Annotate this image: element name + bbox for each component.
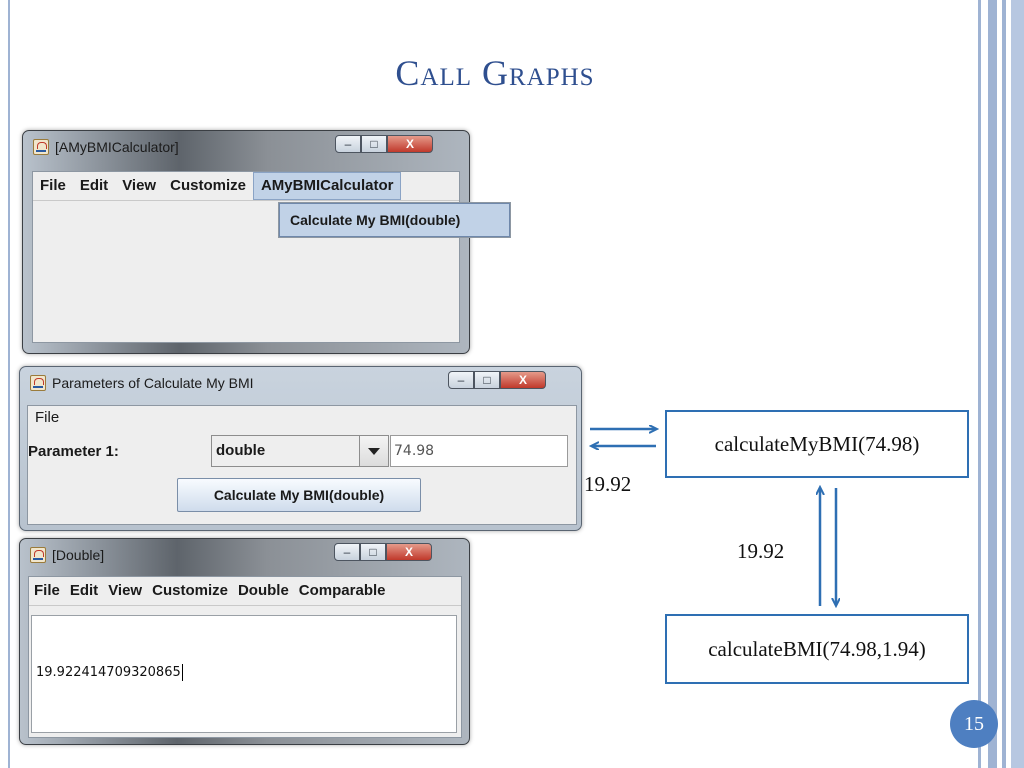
- java-app-icon: [30, 375, 46, 391]
- calculator-window: [AMyBMICalculator] – □ X File Edit View …: [22, 130, 470, 354]
- double-window-title: [Double]: [52, 547, 105, 563]
- close-button[interactable]: X: [500, 371, 546, 389]
- slide-title: Call Graphs: [395, 53, 595, 93]
- parameters-window: Parameters of Calculate My BMI – □ X Fil…: [19, 366, 582, 531]
- calculator-titlebar[interactable]: [AMyBMICalculator] – □ X: [23, 131, 469, 161]
- parameters-menubar: File: [28, 406, 576, 430]
- parameter-type-value: double: [216, 442, 266, 459]
- menu-edit[interactable]: Edit: [69, 582, 99, 599]
- calculator-window-title: [AMyBMICalculator]: [55, 139, 179, 155]
- menu-file[interactable]: File: [34, 582, 60, 599]
- output-value: 19.922414709320865: [36, 664, 183, 681]
- calculator-client-area: File Edit View Customize AMyBMICalculato…: [32, 171, 460, 343]
- slide-left-border: [8, 0, 10, 768]
- menu-file[interactable]: File: [40, 177, 66, 194]
- calculate-my-bmi-button[interactable]: Calculate My BMI(double): [177, 478, 421, 512]
- output-text-area[interactable]: 19.922414709320865: [31, 615, 457, 733]
- calculator-dropdown-menu: Calculate My BMI(double): [278, 202, 511, 238]
- page-number-badge: 15: [950, 700, 998, 748]
- return-value-between: 19.92: [737, 539, 785, 563]
- minimize-button[interactable]: –: [335, 135, 361, 153]
- text-caret: [181, 664, 183, 681]
- parameters-client-area: File Parameter 1: double 74.98 Calculate…: [27, 405, 577, 525]
- chevron-down-icon[interactable]: [359, 436, 388, 466]
- minimize-button[interactable]: –: [448, 371, 474, 389]
- parameters-window-title: Parameters of Calculate My BMI: [52, 375, 254, 391]
- double-window: [Double] – □ X File Edit View Customize …: [19, 538, 470, 745]
- menu-item-calculate-my-bmi[interactable]: Calculate My BMI(double): [279, 203, 510, 237]
- menu-view[interactable]: View: [122, 177, 157, 194]
- maximize-button[interactable]: □: [361, 135, 387, 153]
- minimize-button[interactable]: –: [334, 543, 360, 561]
- parameter-1-input[interactable]: 74.98: [390, 435, 568, 467]
- menu-customize[interactable]: Customize: [152, 582, 228, 599]
- parameter-type-select[interactable]: double: [211, 435, 389, 467]
- menu-edit[interactable]: Edit: [79, 177, 109, 194]
- close-button[interactable]: X: [387, 135, 433, 153]
- close-button[interactable]: X: [386, 543, 432, 561]
- menu-customize[interactable]: Customize: [170, 177, 246, 194]
- node-calculate-bmi: calculateBMI(74.98,1.94): [665, 614, 969, 684]
- node-calculate-my-bmi: calculateMyBMI(74.98): [665, 410, 969, 478]
- java-app-icon: [30, 547, 46, 563]
- double-titlebar[interactable]: [Double] – □ X: [20, 539, 469, 569]
- menu-double[interactable]: Double: [237, 582, 289, 599]
- double-menubar: File Edit View Customize Double Comparab…: [29, 577, 461, 606]
- menu-file[interactable]: File: [35, 409, 60, 426]
- maximize-button[interactable]: □: [360, 543, 386, 561]
- menu-view[interactable]: View: [108, 582, 143, 599]
- menu-comparable[interactable]: Comparable: [298, 582, 386, 599]
- parameter-1-label: Parameter 1:: [28, 443, 119, 460]
- menu-amybmicalculator[interactable]: AMyBMICalculator: [252, 172, 402, 200]
- maximize-button[interactable]: □: [474, 371, 500, 389]
- calculator-menubar: File Edit View Customize AMyBMICalculato…: [33, 172, 459, 201]
- return-value-ui: 19.92: [584, 472, 632, 496]
- double-client-area: File Edit View Customize Double Comparab…: [28, 576, 462, 738]
- java-app-icon: [33, 139, 49, 155]
- slide-right-stripes: [978, 0, 1024, 768]
- parameters-titlebar[interactable]: Parameters of Calculate My BMI – □ X: [20, 367, 581, 397]
